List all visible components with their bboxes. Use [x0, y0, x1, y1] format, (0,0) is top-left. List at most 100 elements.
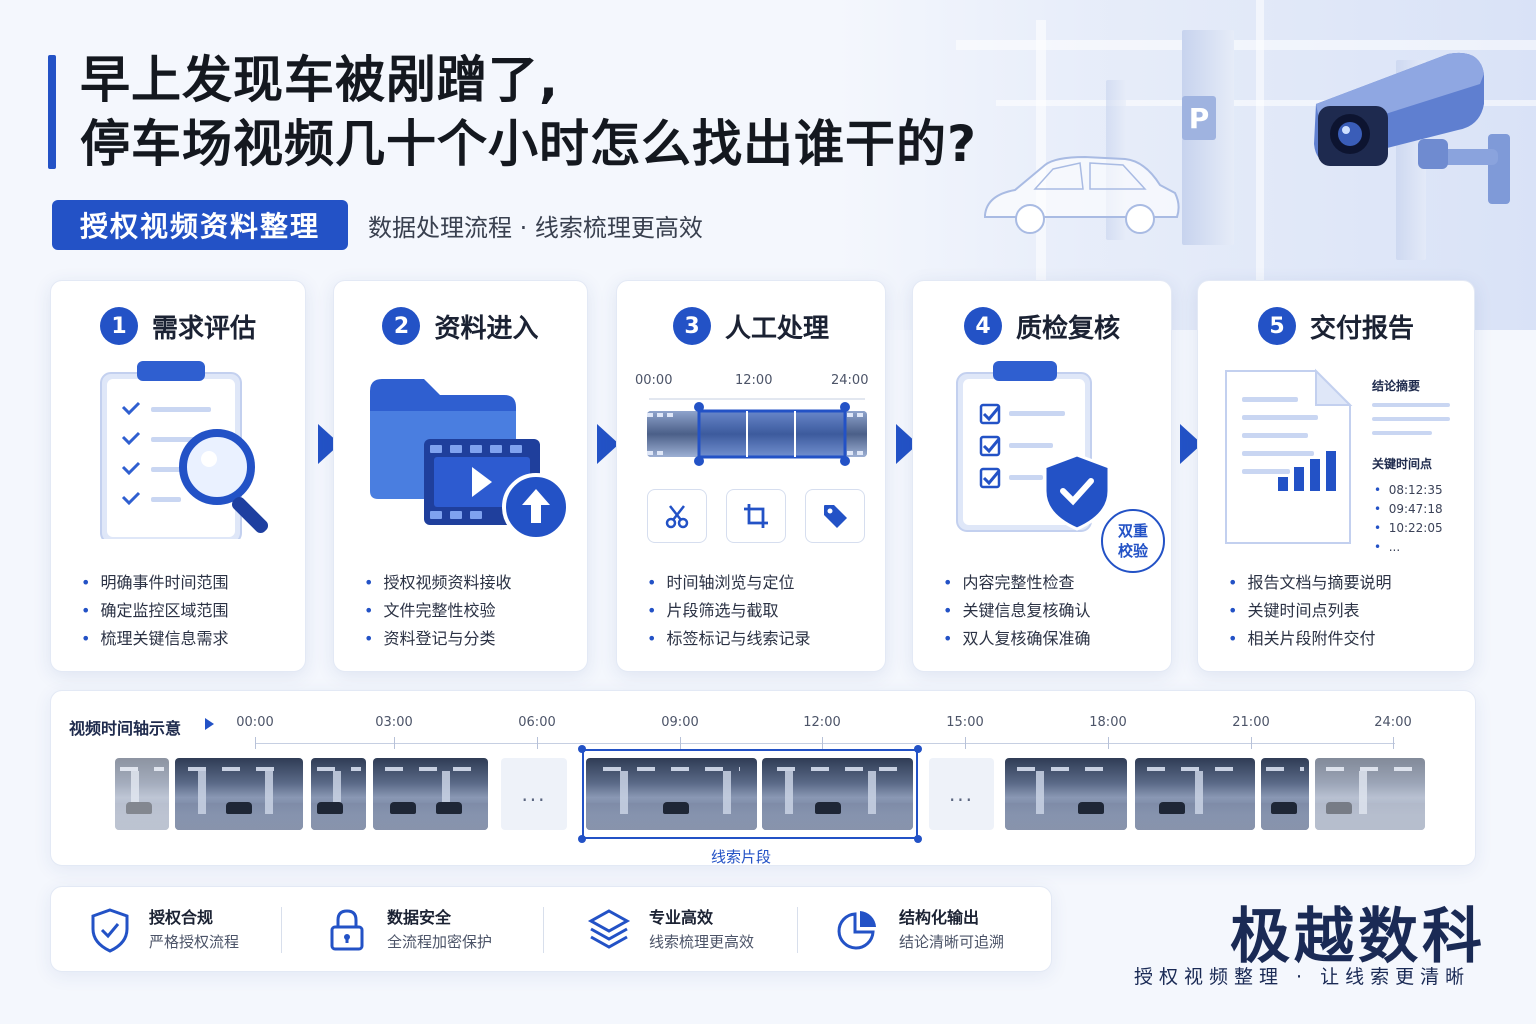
step-number: 2 [382, 307, 421, 345]
keypoints-label: 关键时间点 [1372, 457, 1433, 471]
step-number: 1 [99, 307, 138, 345]
axis-mark [255, 737, 256, 749]
step-bullet: 关键信息复核确认 [943, 597, 1090, 625]
divider [281, 907, 282, 953]
video-thumbnail[interactable] [1135, 758, 1255, 830]
crop-icon [744, 504, 768, 528]
clue-segment-label: 线索片段 [711, 848, 772, 866]
timeline-ellipsis: ... [929, 758, 994, 830]
feature-title: 授权合规 [149, 908, 214, 927]
step-bullet: 片段筛选与截取 [647, 597, 810, 625]
scissors-icon [665, 505, 689, 529]
selection-handle[interactable] [914, 745, 922, 753]
video-thumbnail[interactable] [311, 758, 366, 830]
feature-title: 数据安全 [387, 908, 452, 927]
video-timeline-strip [647, 398, 867, 466]
timeline-ellipsis: ... [501, 758, 567, 830]
timeline-label: 视频时间轴示意 [69, 719, 182, 738]
step-bullet: 资料登记与分类 [364, 625, 511, 653]
selection-handle[interactable] [914, 835, 922, 843]
step-bullet: 报告文档与摘要说明 [1228, 569, 1391, 597]
page-title: 早上发现车被剐蹭了, 停车场视频几十个小时怎么找出谁干的? [80, 48, 977, 176]
step-bullet: 双人复核确保准确 [943, 625, 1090, 653]
clue-segment-selection[interactable] [582, 749, 918, 839]
step-title: 人工处理 [724, 313, 829, 344]
keypoint: 09:47:18 [1388, 502, 1443, 516]
axis-mark [1108, 737, 1109, 749]
step-card-1: 1 需求评估 明确事件时间范围 确定监控区域范围 梳理关键信息需求 [50, 280, 306, 672]
video-thumbnail[interactable] [1315, 758, 1425, 830]
divider [797, 907, 798, 953]
cut-tool-button[interactable] [647, 489, 707, 543]
keypoint: 08:12:35 [1388, 483, 1443, 497]
step-card-5: 5 交付报告 结论摘要 关键时间点 • 08:12:35 • 09:47:18 … [1197, 280, 1475, 672]
car-outline-illustration [984, 155, 1180, 234]
security-camera-icon [1314, 52, 1510, 204]
feature-subtitle: 线索梳理更高效 [649, 933, 755, 951]
feature-title: 专业高效 [649, 908, 714, 927]
keypoints-list: • 08:12:35 • 09:47:18 • 10:22:05 • ... [1374, 483, 1443, 554]
service-badge: 授权视频资料整理 [52, 200, 348, 250]
step-bullet: 文件完整性校验 [364, 597, 511, 625]
double-check-stamp: 双重 校验 [1101, 509, 1165, 573]
clipboard-search-icon [100, 361, 269, 539]
step-title: 需求评估 [151, 313, 256, 344]
lock-icon [330, 909, 364, 951]
tag-tool-button[interactable] [805, 489, 865, 543]
axis-mark [1393, 737, 1394, 749]
feature-subtitle: 结论清晰可追溯 [899, 933, 1005, 951]
video-thumbnail[interactable] [586, 758, 757, 830]
video-thumbnail[interactable] [1261, 758, 1309, 830]
flow-arrow-icon [597, 424, 619, 464]
axis-mark [822, 737, 823, 749]
step-number: 5 [1257, 307, 1296, 345]
divider [543, 907, 544, 953]
timeline-tick: 21:00 [1232, 715, 1270, 730]
step-bullet: 梳理关键信息需求 [81, 625, 228, 653]
video-thumbnail[interactable] [373, 758, 488, 830]
feature-item: 授权合规 严格授权流程 [89, 887, 239, 973]
timeline-tick: 12:00 [803, 715, 841, 730]
timeline-tick: 24:00 [1374, 715, 1412, 730]
timeline-tick: 03:00 [375, 715, 413, 730]
video-thumbnail[interactable] [1005, 758, 1127, 830]
video-thumbnail[interactable] [175, 758, 303, 830]
page-subtitle: 数据处理流程 · 线索梳理更高效 [368, 214, 703, 242]
step-title: 资料进入 [434, 313, 539, 344]
feature-item: 结构化输出 结论清晰可追溯 [835, 887, 1004, 973]
keypoint: 10:22:05 [1388, 521, 1443, 535]
axis-mark [965, 737, 966, 749]
clipboard-shield-icon [956, 361, 1111, 532]
selection-handle[interactable] [578, 835, 586, 843]
video-timeline-panel: 视频时间轴示意 00:00 03:00 06:00 09:00 12:00 15… [50, 690, 1476, 866]
step-bullet: 关键时间点列表 [1228, 597, 1391, 625]
summary-lines [1372, 403, 1450, 435]
stamp-line-1: 双重 [1117, 522, 1148, 540]
report-document-icon [1225, 368, 1353, 544]
step-bullet: 相关片段附件交付 [1228, 625, 1391, 653]
step-number: 4 [963, 307, 1002, 345]
step-title: 交付报告 [1309, 313, 1414, 344]
video-thumbnail[interactable] [762, 758, 913, 830]
title-line-1: 早上发现车被剐蹭了, [80, 51, 559, 109]
step-number: 3 [672, 307, 711, 345]
timeline-tick: 15:00 [946, 715, 984, 730]
folder-video-upload-icon [370, 379, 570, 541]
step-bullet: 内容完整性检查 [943, 569, 1090, 597]
crop-tool-button[interactable] [726, 489, 786, 543]
feature-item: 数据安全 全流程加密保护 [327, 887, 492, 973]
selection-handle[interactable] [578, 745, 586, 753]
step-title: 质检复核 [1015, 313, 1120, 344]
step-bullet: 确定监控区域范围 [81, 597, 228, 625]
layers-icon [587, 909, 631, 949]
time-tick: 00:00 [635, 373, 673, 388]
step-card-3: 3 人工处理 00:00 12:00 24:00 时间轴浏览与定位 片段筛选与截… [616, 280, 886, 672]
brand-name: 极越数科 [1230, 902, 1486, 972]
shield-check-icon [91, 908, 129, 953]
feature-subtitle: 全流程加密保护 [387, 933, 493, 951]
title-accent-bar [48, 55, 56, 169]
brand-tagline: 授权视频整理 · 让线索更清晰 [1134, 966, 1471, 988]
play-triangle-icon [205, 718, 214, 730]
timeline-axis [255, 743, 1395, 744]
video-thumbnail[interactable] [115, 758, 169, 830]
